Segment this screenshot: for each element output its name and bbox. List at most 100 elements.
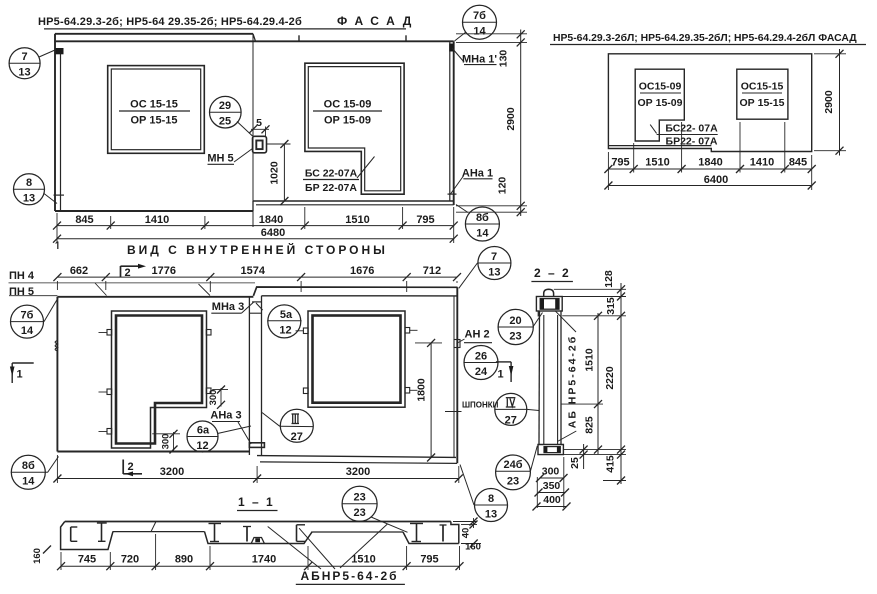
- svg-text:ПН 4: ПН 4: [9, 270, 35, 282]
- svg-text:23: 23: [353, 507, 365, 519]
- svg-text:5: 5: [256, 117, 262, 129]
- svg-text:6480: 6480: [261, 227, 285, 239]
- svg-text:МН 5: МН 5: [207, 153, 233, 165]
- svg-text:БР22- 07А: БР22- 07А: [666, 136, 718, 148]
- svg-text:АНа 3: АНа 3: [210, 410, 241, 422]
- svg-text:МНа 3: МНа 3: [212, 301, 244, 313]
- svg-text:8: 8: [26, 177, 32, 189]
- svg-text:2: 2: [128, 461, 134, 473]
- svg-text:7: 7: [21, 51, 27, 63]
- svg-text:ОР 15-09: ОР 15-09: [638, 97, 683, 109]
- svg-text:1840: 1840: [259, 214, 283, 226]
- svg-text:АН 2: АН 2: [465, 329, 490, 341]
- svg-text:3200: 3200: [346, 466, 370, 478]
- svg-text:7б: 7б: [473, 10, 486, 22]
- svg-text:13: 13: [485, 508, 497, 520]
- svg-text:ФАСАД: ФАСАД: [337, 14, 419, 28]
- svg-text:23: 23: [353, 492, 365, 504]
- svg-text:ПН 5: ПН 5: [9, 286, 34, 298]
- svg-text:14: 14: [473, 26, 486, 38]
- svg-text:1740: 1740: [252, 554, 276, 566]
- svg-text:1776: 1776: [152, 265, 176, 277]
- svg-text:ОР 15-15: ОР 15-15: [130, 115, 177, 127]
- svg-text:8б: 8б: [22, 460, 35, 472]
- svg-text:120: 120: [497, 177, 509, 195]
- svg-text:13: 13: [23, 193, 35, 205]
- svg-text:415: 415: [605, 455, 617, 473]
- svg-text:845: 845: [75, 214, 93, 226]
- svg-text:12: 12: [196, 440, 208, 452]
- svg-text:662: 662: [70, 265, 88, 277]
- svg-text:ОС 15-15: ОС 15-15: [130, 99, 178, 111]
- svg-text:825: 825: [584, 416, 596, 434]
- svg-text:23: 23: [509, 330, 521, 342]
- svg-text:2 – 2: 2 – 2: [534, 266, 571, 280]
- svg-text:БС22- 07А: БС22- 07А: [665, 123, 718, 135]
- svg-text:23: 23: [507, 476, 519, 488]
- svg-text:14: 14: [21, 325, 34, 337]
- svg-text:БС 22-07А: БС 22-07А: [305, 168, 358, 180]
- svg-text:13: 13: [488, 266, 500, 278]
- svg-text:МНа 1': МНа 1': [462, 54, 497, 66]
- svg-text:25: 25: [219, 116, 231, 128]
- svg-text:27: 27: [291, 431, 303, 443]
- svg-text:350: 350: [543, 480, 561, 492]
- svg-text:795: 795: [420, 554, 438, 566]
- svg-text:1 – 1: 1 – 1: [238, 495, 275, 509]
- svg-text:315: 315: [605, 297, 617, 315]
- svg-text:ОР 15-15: ОР 15-15: [740, 97, 785, 109]
- svg-text:2900: 2900: [823, 90, 835, 114]
- svg-text:400: 400: [543, 494, 561, 506]
- svg-text:130: 130: [498, 50, 510, 68]
- svg-text:845: 845: [789, 157, 807, 169]
- svg-text:26: 26: [475, 350, 487, 362]
- svg-text:795: 795: [416, 214, 434, 226]
- svg-text:1020: 1020: [269, 161, 281, 185]
- svg-text:300: 300: [542, 466, 560, 478]
- svg-text:ОС 15-09: ОС 15-09: [324, 99, 372, 111]
- svg-text:712: 712: [423, 265, 441, 277]
- svg-text:720: 720: [121, 554, 139, 566]
- svg-text:АБ НР5-64-2б: АБ НР5-64-2б: [567, 335, 579, 428]
- svg-text:АБНР5-64-2б: АБНР5-64-2б: [300, 569, 398, 583]
- svg-text:300: 300: [208, 390, 219, 406]
- svg-text:1840: 1840: [698, 157, 722, 169]
- svg-text:12: 12: [279, 325, 291, 337]
- svg-text:27: 27: [505, 415, 517, 427]
- svg-text:14: 14: [22, 476, 35, 488]
- svg-text:128: 128: [603, 270, 615, 288]
- svg-text:745: 745: [78, 554, 96, 566]
- svg-text:29: 29: [219, 100, 231, 112]
- svg-text:40: 40: [461, 528, 472, 539]
- svg-text:1676: 1676: [350, 265, 374, 277]
- svg-text:25: 25: [569, 457, 581, 469]
- svg-text:24б: 24б: [503, 459, 522, 471]
- svg-text:ШПОНКИ: ШПОНКИ: [462, 401, 499, 410]
- svg-text:890: 890: [175, 554, 193, 566]
- svg-text:8б: 8б: [476, 212, 489, 224]
- svg-text:2900: 2900: [505, 107, 517, 131]
- svg-text:7: 7: [491, 251, 497, 263]
- svg-text:ОС15-09: ОС15-09: [639, 81, 682, 93]
- svg-text:20: 20: [509, 315, 521, 327]
- svg-text:160: 160: [32, 548, 43, 564]
- svg-text:13: 13: [18, 67, 30, 79]
- svg-text:24: 24: [475, 366, 488, 378]
- svg-text:БР 22-07А: БР 22-07А: [305, 182, 357, 194]
- svg-text:5а: 5а: [280, 309, 293, 321]
- svg-text:795: 795: [611, 157, 629, 169]
- svg-text:300: 300: [161, 434, 172, 450]
- svg-text:3200: 3200: [160, 466, 184, 478]
- svg-text:НР5-64.29.3-2бЛ; НР5-64.29.35-: НР5-64.29.3-2бЛ; НР5-64.29.35-2бЛ; НР5-6…: [553, 32, 857, 44]
- svg-text:1510: 1510: [584, 348, 596, 372]
- svg-text:ОС15-15: ОС15-15: [741, 81, 784, 93]
- svg-text:1: 1: [498, 369, 504, 381]
- svg-text:8: 8: [488, 493, 494, 505]
- svg-text:14: 14: [476, 227, 489, 239]
- svg-text:АНа 1: АНа 1: [462, 168, 493, 180]
- svg-text:1510: 1510: [345, 214, 369, 226]
- svg-text:1574: 1574: [241, 265, 266, 277]
- svg-text:1510: 1510: [351, 554, 375, 566]
- svg-text:ОР 15-09: ОР 15-09: [324, 115, 371, 127]
- svg-text:2220: 2220: [604, 366, 616, 390]
